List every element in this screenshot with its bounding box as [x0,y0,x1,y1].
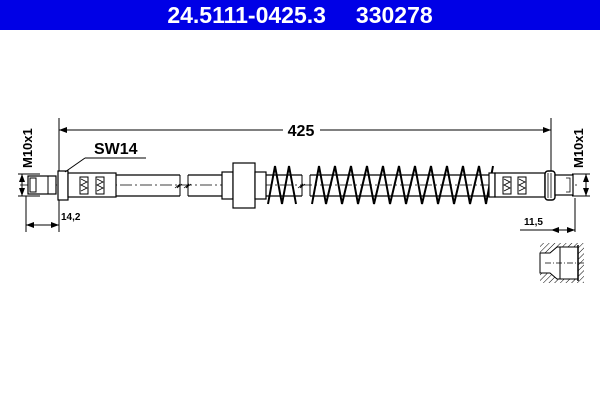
right-fitting [488,170,574,201]
title-bar: 24.5111-0425.3 330278 [0,0,600,30]
right-end-dimension: 11,5 [520,198,576,233]
right-thread-dimension: M10x1 [571,128,590,197]
hose-body [116,162,497,209]
part-number: 24.5111-0425.3 [167,1,326,28]
right-thread-label: M10x1 [571,128,586,168]
overall-length-label: 425 [288,123,315,140]
wrench-size-label: SW14 [94,141,138,158]
left-fitting [27,170,117,201]
left-thread-label: M10x1 [20,128,35,168]
reference-number: 330278 [355,1,433,28]
right-end-label: 11,5 [524,217,543,228]
left-thread-dimension: M10x1 [18,128,40,197]
wrench-size-callout: SW14 [64,141,146,173]
left-end-dimension: 14,2 [25,196,81,232]
left-end-label: 14,2 [61,212,81,223]
overall-length-dimension: 425 [58,118,552,178]
port-detail [539,243,586,283]
